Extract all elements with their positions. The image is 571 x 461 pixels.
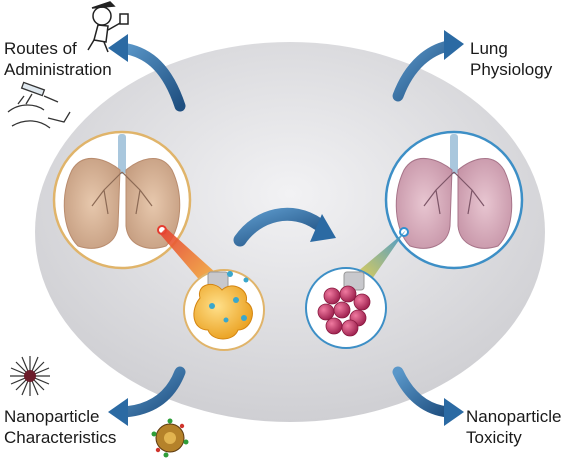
lung-physiology-label: Lung Physiology <box>470 38 552 80</box>
arrow-to-characteristics <box>108 366 186 426</box>
nanoparticle-characteristics-label: Nanoparticle Characteristics <box>4 406 116 448</box>
lung-label-line-1: Lung <box>470 39 508 58</box>
spiky-nanoparticle-icon <box>10 356 50 396</box>
background-ellipse <box>35 42 545 422</box>
routes-of-administration-label: Routes of Administration <box>4 38 112 80</box>
characteristics-label-line-1: Nanoparticle <box>4 407 100 426</box>
syringe-hand-icon <box>7 81 71 129</box>
toxicity-label-line-2: Toxicity <box>466 428 522 447</box>
toxic-zoom-ray <box>350 230 406 282</box>
coated-nanoparticle-icon <box>151 418 189 458</box>
cartoon-figure-with-inhaler-icon <box>87 1 129 53</box>
alveoli-nanoparticle-circle <box>183 269 265 351</box>
healthy-lung-circle <box>52 130 192 270</box>
toxicity-label-line-1: Nanoparticle <box>466 407 562 426</box>
characteristics-label-line-2: Characteristics <box>4 428 117 447</box>
routes-label-line-2: Administration <box>4 60 112 79</box>
arrow-to-lung-physiology <box>392 30 464 102</box>
nanoparticle-toxicity-label: Nanoparticle Toxicity <box>466 406 561 448</box>
arrow-healthy-to-toxic <box>233 207 336 247</box>
routes-label-line-1: Routes of <box>4 39 77 58</box>
arrow-to-routes <box>108 34 186 112</box>
alveoli-cells-circle <box>305 267 387 349</box>
lung-label-line-2: Physiology <box>470 60 553 79</box>
toxic-lung-circle <box>384 130 524 270</box>
arrow-to-toxicity <box>392 366 464 426</box>
